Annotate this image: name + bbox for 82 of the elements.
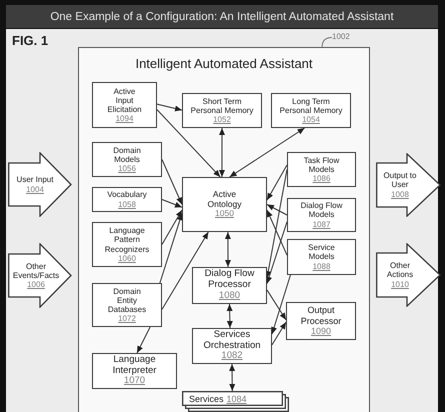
- component-box: [92, 222, 162, 267]
- box-label: Language Interpreter: [112, 354, 158, 376]
- box-label: Dialog Flow Models: [300, 201, 344, 220]
- arrow: [265, 169, 288, 279]
- arrow: [266, 204, 288, 216]
- component-box: [286, 302, 356, 340]
- arrow: [224, 232, 231, 268]
- box-label: Active Ontology: [206, 190, 243, 210]
- reference-number: 1054: [301, 115, 321, 124]
- box-label: Services Orchestration: [202, 330, 262, 351]
- box-label: Active Input Elicitation: [106, 86, 143, 114]
- arrow: [271, 274, 291, 335]
- reference-number: 1084: [226, 394, 247, 404]
- arrow: [162, 199, 182, 208]
- box-label: Vocabulary: [107, 190, 147, 200]
- box-label: Service Models: [307, 243, 336, 262]
- arrow: [162, 210, 182, 245]
- arrow: [136, 326, 151, 354]
- component-box: [92, 142, 162, 177]
- reference-number: 1058: [117, 200, 137, 209]
- box-label: Short Term Personal Memory: [190, 96, 254, 116]
- arrow: [156, 104, 182, 112]
- arrow: [162, 232, 209, 310]
- box-label: Language Pattern Recognizers: [104, 226, 150, 254]
- reference-number: 1080: [218, 290, 242, 302]
- reference-number: 1072: [117, 314, 137, 324]
- box-heading: Intelligent Automated Assistant: [135, 56, 313, 71]
- component-box: [92, 283, 162, 327]
- container-box: [78, 47, 370, 412]
- reference-number: 1060: [118, 254, 136, 263]
- arrow: [229, 364, 236, 392]
- arrow: [226, 304, 233, 328]
- reference-number: 1088: [312, 262, 332, 271]
- box-label: Domain Models: [112, 146, 142, 164]
- arrow: [159, 212, 183, 284]
- reference-number: 1087: [312, 220, 332, 229]
- component-box: [192, 328, 272, 364]
- reference-number: 1056: [117, 164, 137, 174]
- box-label: Domain Entity Databases: [106, 286, 148, 314]
- component-box: [92, 187, 162, 212]
- component-box: [287, 198, 356, 232]
- box-label: Services: [189, 394, 224, 404]
- box-label: Output Processor: [300, 305, 342, 326]
- reference-number: 1008: [390, 190, 410, 199]
- component-box: [182, 93, 262, 128]
- box-label: Dialog Flow Processor: [204, 269, 256, 291]
- arrow: [272, 322, 286, 346]
- reference-number: 1086: [312, 174, 332, 184]
- arrow: [266, 210, 288, 256]
- arrow: [266, 164, 288, 201]
- reference-number: 1090: [310, 326, 332, 337]
- component-box: [287, 152, 356, 187]
- reference-number: 1006: [26, 280, 46, 290]
- reference-number: 1050: [215, 209, 234, 220]
- arrow: [266, 289, 286, 320]
- arrow: [229, 128, 306, 178]
- arrow-label: Output to User: [382, 171, 418, 190]
- component-box: [182, 177, 267, 232]
- reference-number: 1002: [332, 32, 350, 41]
- component-box: [92, 353, 177, 389]
- box-label: Long Term Personal Memory: [279, 96, 343, 116]
- arrow: [162, 159, 182, 205]
- leader-line: [322, 37, 332, 48]
- arrow: [156, 109, 221, 178]
- arrow-label: Other Events/Facts: [12, 262, 60, 280]
- diagram-title: One Example of a Configuration: An Intelligent Automated Assistant: [50, 10, 394, 22]
- component-box: [271, 93, 351, 128]
- arrow: [266, 221, 288, 284]
- arrow-label: Other Actions: [386, 261, 414, 280]
- box-label: Task Flow Models: [302, 156, 340, 174]
- arrow: [218, 128, 225, 178]
- reference-number: 1082: [220, 351, 244, 362]
- component-box: [192, 267, 267, 304]
- reference-number: 1010: [390, 280, 410, 289]
- arrow-label: User Input: [16, 175, 54, 184]
- reference-number: 1094: [114, 114, 134, 124]
- reference-number: 1052: [212, 115, 232, 124]
- component-box: [287, 239, 356, 275]
- reference-number: 1004: [25, 184, 45, 194]
- figure-label: FIG. 1: [12, 33, 48, 48]
- reference-number: 1070: [122, 376, 146, 388]
- component-box: [92, 82, 157, 128]
